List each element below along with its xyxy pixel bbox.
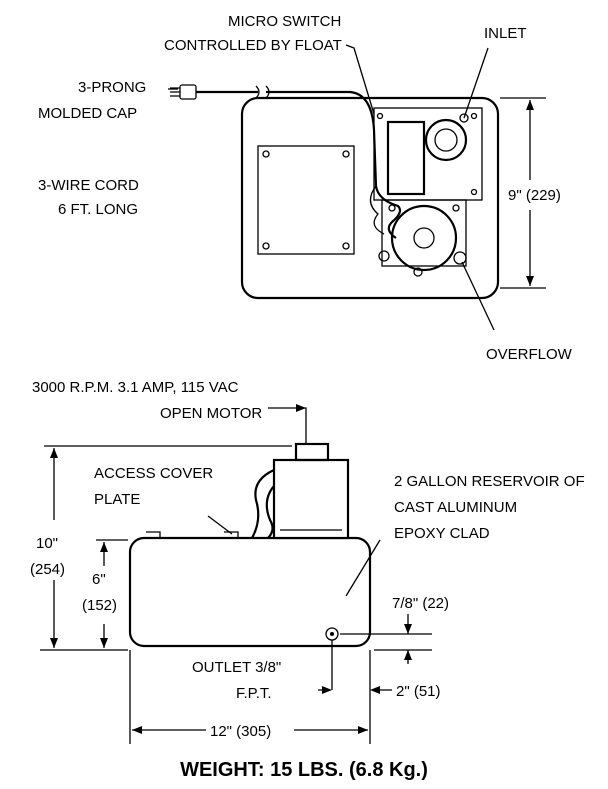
reservoir-label-1: 2 GALLON RESERVOIR OF <box>394 473 585 490</box>
overall-height-in: 10" <box>36 535 58 552</box>
access-cover-label-2: PLATE <box>94 491 140 508</box>
motor-wires <box>251 468 275 539</box>
overflow-port <box>453 251 467 265</box>
width-dim: 12" (305) <box>210 723 271 740</box>
motor-label-1: 3000 R.P.M. 3.1 AMP, 115 VAC <box>32 379 239 396</box>
weight-label: WEIGHT: 15 LBS. (6.8 Kg.) <box>180 759 428 781</box>
reservoir-body <box>128 536 372 648</box>
micro-switch-label-1: MICRO SWITCH <box>228 13 341 30</box>
overflow-label: OVERFLOW <box>486 346 573 363</box>
inlet-port <box>424 118 468 162</box>
body-height-mm: (152) <box>82 597 117 614</box>
molded-plug <box>170 84 197 100</box>
top-height-dim: 9" (229) <box>508 187 561 204</box>
micro-switch-label-2: CONTROLLED BY FLOAT <box>164 37 342 54</box>
outlet-height-dim: 7/8" (22) <box>392 595 449 612</box>
motor-housing <box>272 458 350 540</box>
top-view-access-plate <box>257 145 355 255</box>
prong-label-2: MOLDED CAP <box>38 105 137 122</box>
outlet-label-1: OUTLET 3/8" <box>192 659 281 676</box>
outlet-offset-dim: 2" (51) <box>396 683 441 700</box>
cord-label-1: 3-WIRE CORD <box>38 177 139 194</box>
reservoir-label-2: CAST ALUMINUM <box>394 499 517 516</box>
body-height-in: 6" <box>92 571 106 588</box>
power-cord <box>196 90 402 239</box>
motor-top <box>390 204 458 272</box>
top-view-housing <box>240 96 500 300</box>
reservoir-label-3: EPOXY CLAD <box>394 525 490 542</box>
motor-label-2: OPEN MOTOR <box>160 405 262 422</box>
cord-label-2: 6 FT. LONG <box>58 201 138 218</box>
top-view: MICRO SWITCH CONTROLLED BY FLOAT INLET 3… <box>38 13 573 363</box>
outlet-label-2: F.P.T. <box>236 685 272 702</box>
access-cover-label-1: ACCESS COVER <box>94 465 213 482</box>
inlet-label: INLET <box>484 25 527 42</box>
overall-height-mm: (254) <box>30 561 65 578</box>
micro-switch <box>386 120 426 196</box>
prong-label-1: 3-PRONG <box>78 79 146 96</box>
side-view: 3000 R.P.M. 3.1 AMP, 115 VAC OPEN MOTOR … <box>30 379 585 744</box>
motor-cap <box>294 442 330 462</box>
